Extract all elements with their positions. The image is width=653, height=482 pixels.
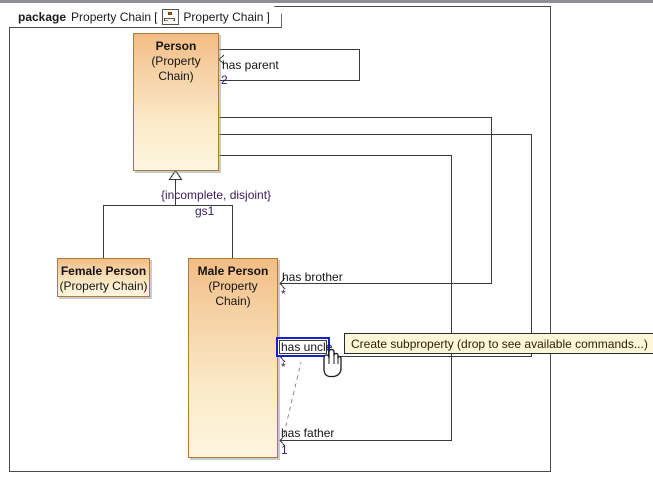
assoc-multiplicity-has-parent: 2 bbox=[221, 73, 228, 87]
assoc-label-has-brother[interactable]: has brother bbox=[282, 270, 343, 284]
selection-inner-border bbox=[279, 340, 327, 354]
diagram-frame bbox=[9, 6, 551, 472]
package-name: Property Chain bbox=[71, 9, 152, 24]
bracket-open: [ bbox=[154, 9, 158, 24]
class-name: Male Person bbox=[197, 264, 269, 278]
hand-drag-cursor bbox=[323, 348, 342, 378]
class-name: Person bbox=[155, 39, 197, 53]
package-keyword: package bbox=[18, 9, 67, 24]
class-name: Female Person bbox=[60, 264, 147, 278]
class-package: (Property Chain) bbox=[208, 279, 258, 308]
generalization-constraint-label: {incomplete, disjoint} bbox=[161, 188, 272, 202]
drag-tooltip: Create subproperty (drop to see availabl… bbox=[344, 333, 653, 354]
diagram-name: Property Chain bbox=[183, 9, 264, 24]
bracket-close: ] bbox=[266, 9, 270, 24]
assoc-label-has-uncle-selection[interactable] bbox=[276, 337, 330, 357]
diagram-frame-header[interactable]: package Property Chain [ Property Chain … bbox=[9, 6, 282, 28]
drag-tooltip-text: Create subproperty (drop to see availabl… bbox=[351, 336, 648, 351]
window-top-strip bbox=[0, 0, 653, 3]
class-package: (Property Chain) bbox=[151, 54, 201, 83]
assoc-multiplicity-has-uncle: * bbox=[281, 360, 286, 374]
class-box-female-person[interactable]: Female Person (Property Chain) bbox=[57, 258, 150, 297]
generalization-set-label: gs1 bbox=[195, 204, 215, 218]
class-box-person[interactable]: Person (Property Chain) bbox=[133, 33, 219, 171]
assoc-label-has-parent[interactable]: has parent bbox=[222, 58, 279, 72]
class-box-male-person[interactable]: Male Person (Property Chain) bbox=[188, 258, 278, 458]
diagram-icon bbox=[162, 9, 179, 25]
assoc-multiplicity-has-father: 1 bbox=[281, 443, 288, 457]
assoc-label-has-father[interactable]: has father bbox=[281, 426, 335, 440]
assoc-multiplicity-has-brother: * bbox=[281, 287, 286, 301]
class-package: (Property Chain) bbox=[59, 279, 148, 293]
